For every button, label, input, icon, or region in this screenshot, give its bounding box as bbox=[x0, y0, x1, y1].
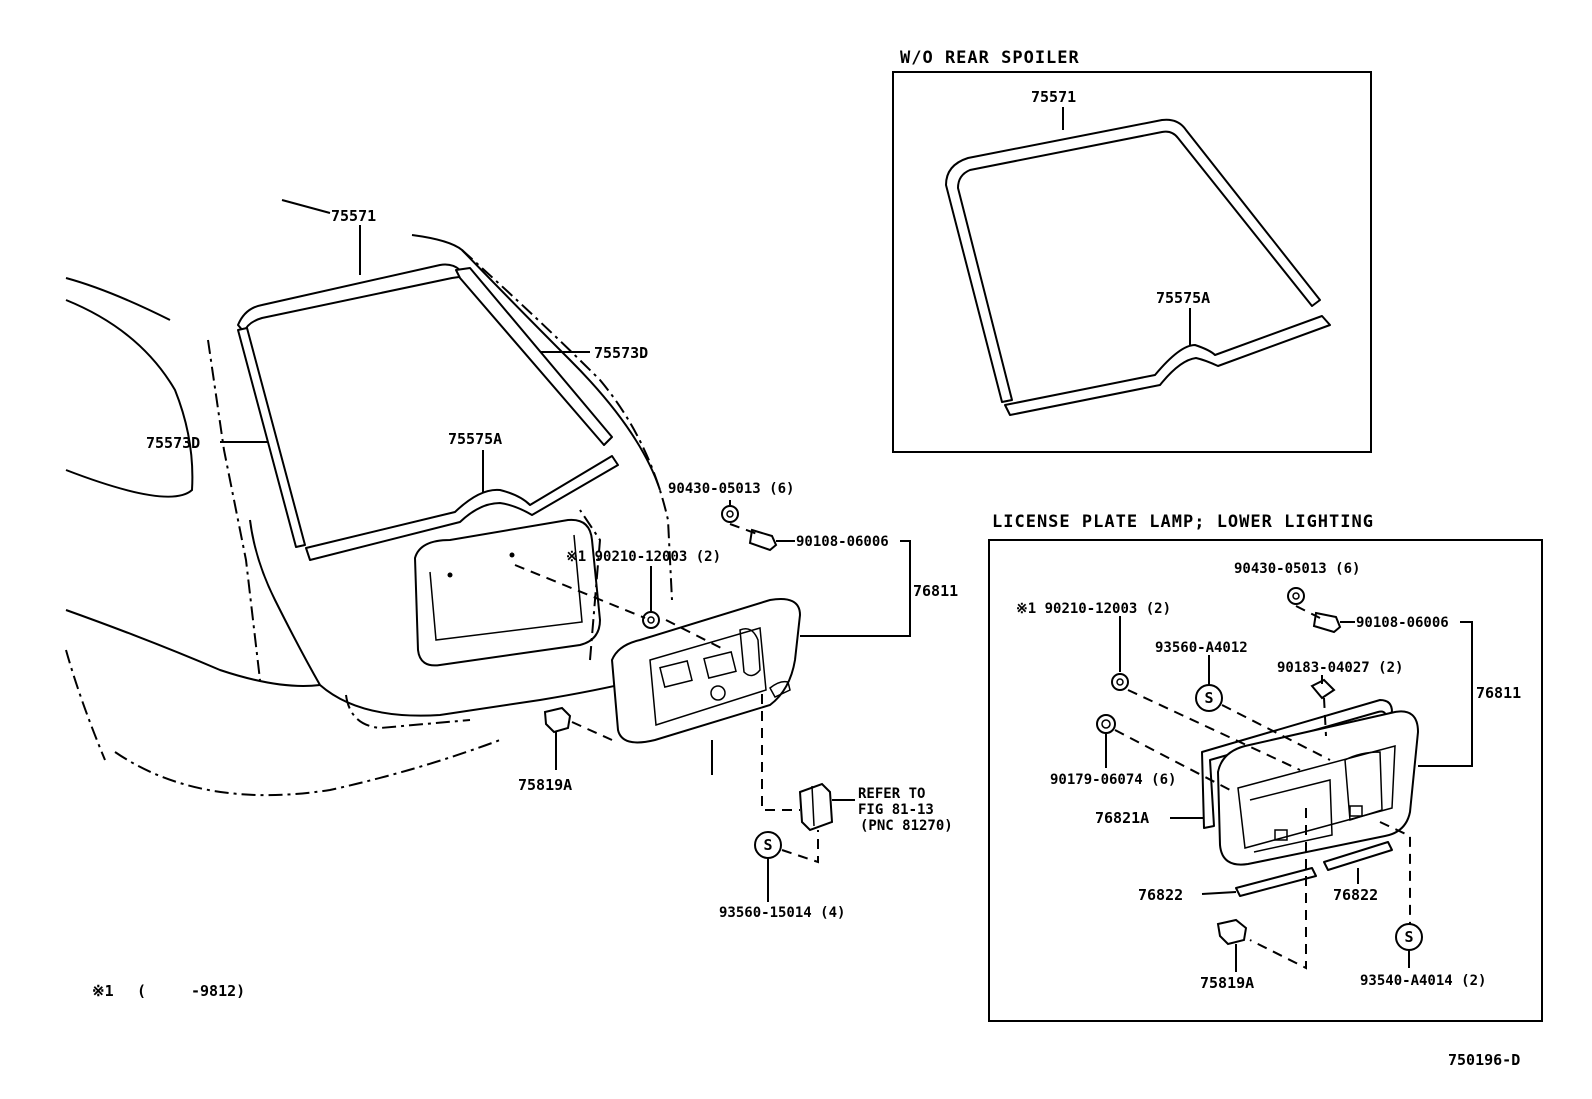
vehicle-body-outline bbox=[65, 199, 673, 797]
inset-lamp-frame bbox=[988, 539, 1543, 1022]
label-ref-nut-inset: ※1 90210-12003 (2) bbox=[1016, 601, 1171, 617]
lamp-icon bbox=[543, 706, 572, 734]
inset-lamp-garnish bbox=[1201, 699, 1420, 897]
screw-symbol-inset-a: S bbox=[1204, 689, 1213, 707]
inset-nut-icon bbox=[1287, 587, 1305, 605]
screw-symbol-inset-b: S bbox=[1404, 928, 1413, 946]
ref-nut-icon bbox=[642, 611, 660, 629]
label-75571-inset: 75571 bbox=[1031, 88, 1076, 106]
label-75573D-right: 75573D bbox=[594, 344, 648, 362]
footnote-range-open: ( bbox=[137, 982, 146, 1000]
label-screw-main: 93560-15014 (4) bbox=[719, 905, 845, 921]
footnote-range-value: -9812) bbox=[191, 982, 245, 1000]
label-75819A-main: 75819A bbox=[518, 776, 572, 794]
screw-symbol-main: S bbox=[763, 836, 772, 854]
label-refer-2: FIG 81-13 bbox=[858, 802, 934, 818]
label-screw-b-inset: 93540-A4014 (2) bbox=[1360, 973, 1486, 989]
label-refer-1: REFER TO bbox=[858, 786, 925, 802]
main-moldings bbox=[237, 263, 619, 561]
inset-lamp-hardware bbox=[1096, 587, 1423, 951]
inset-grommet-icon bbox=[1096, 714, 1116, 734]
bolt-icon bbox=[748, 528, 778, 552]
inset-lamp-icon bbox=[1216, 918, 1248, 946]
label-76822-left: 76822 bbox=[1138, 886, 1183, 904]
label-76811-main: 76811 bbox=[913, 582, 958, 600]
label-screw-a-inset: 93560-A4012 bbox=[1155, 640, 1248, 656]
inset-lamp-title: LICENSE PLATE LAMP; LOWER LIGHTING bbox=[992, 512, 1374, 532]
inset-spoiler-title: W/O REAR SPOILER bbox=[900, 48, 1080, 68]
diagram-id: 750196-D bbox=[1448, 1051, 1520, 1069]
label-bolt-main: 90108-06006 bbox=[796, 534, 889, 550]
footnote-marker: ※1 bbox=[92, 982, 114, 1000]
label-nut-main: 90430-05013 (6) bbox=[668, 481, 794, 497]
molding-right-main bbox=[455, 267, 613, 446]
label-75575A-inset: 75575A bbox=[1156, 289, 1210, 307]
molding-lower-main bbox=[305, 455, 619, 561]
nut-icon bbox=[721, 505, 739, 523]
inset-bolt-icon bbox=[1312, 611, 1342, 634]
inset-clip-icon bbox=[1310, 678, 1336, 700]
main-leader-lines bbox=[220, 225, 911, 902]
molding-left-main bbox=[237, 327, 306, 548]
label-grommet-inset: 90179-06074 (6) bbox=[1050, 772, 1176, 788]
label-76822-right: 76822 bbox=[1333, 886, 1378, 904]
inset-ref-nut-icon bbox=[1111, 673, 1129, 691]
inset-spoiler-moldings bbox=[945, 107, 1331, 416]
label-75575A-main: 75575A bbox=[448, 430, 502, 448]
label-ref-nut-main: ※1 90210-12003 (2) bbox=[566, 549, 721, 565]
main-hardware bbox=[543, 505, 834, 859]
main-garnish-76811 bbox=[610, 598, 802, 775]
label-75573D-left: 75573D bbox=[146, 434, 200, 452]
label-bolt-inset: 90108-06006 bbox=[1356, 615, 1449, 631]
molding-top-main bbox=[237, 263, 467, 333]
label-76821A-inset: 76821A bbox=[1095, 809, 1149, 827]
label-75819A-inset: 75819A bbox=[1200, 974, 1254, 992]
inset-spoiler-frame bbox=[892, 71, 1372, 453]
inset-lamp-leader-lines bbox=[1105, 605, 1473, 972]
label-refer-3: (PNC 81270) bbox=[860, 818, 953, 834]
label-nut-inset: 90430-05013 (6) bbox=[1234, 561, 1360, 577]
label-76811-inset: 76811 bbox=[1476, 684, 1521, 702]
connector-icon bbox=[798, 782, 834, 832]
label-75571-main: 75571 bbox=[331, 207, 376, 225]
label-clip-inset: 90183-04027 (2) bbox=[1277, 660, 1403, 676]
